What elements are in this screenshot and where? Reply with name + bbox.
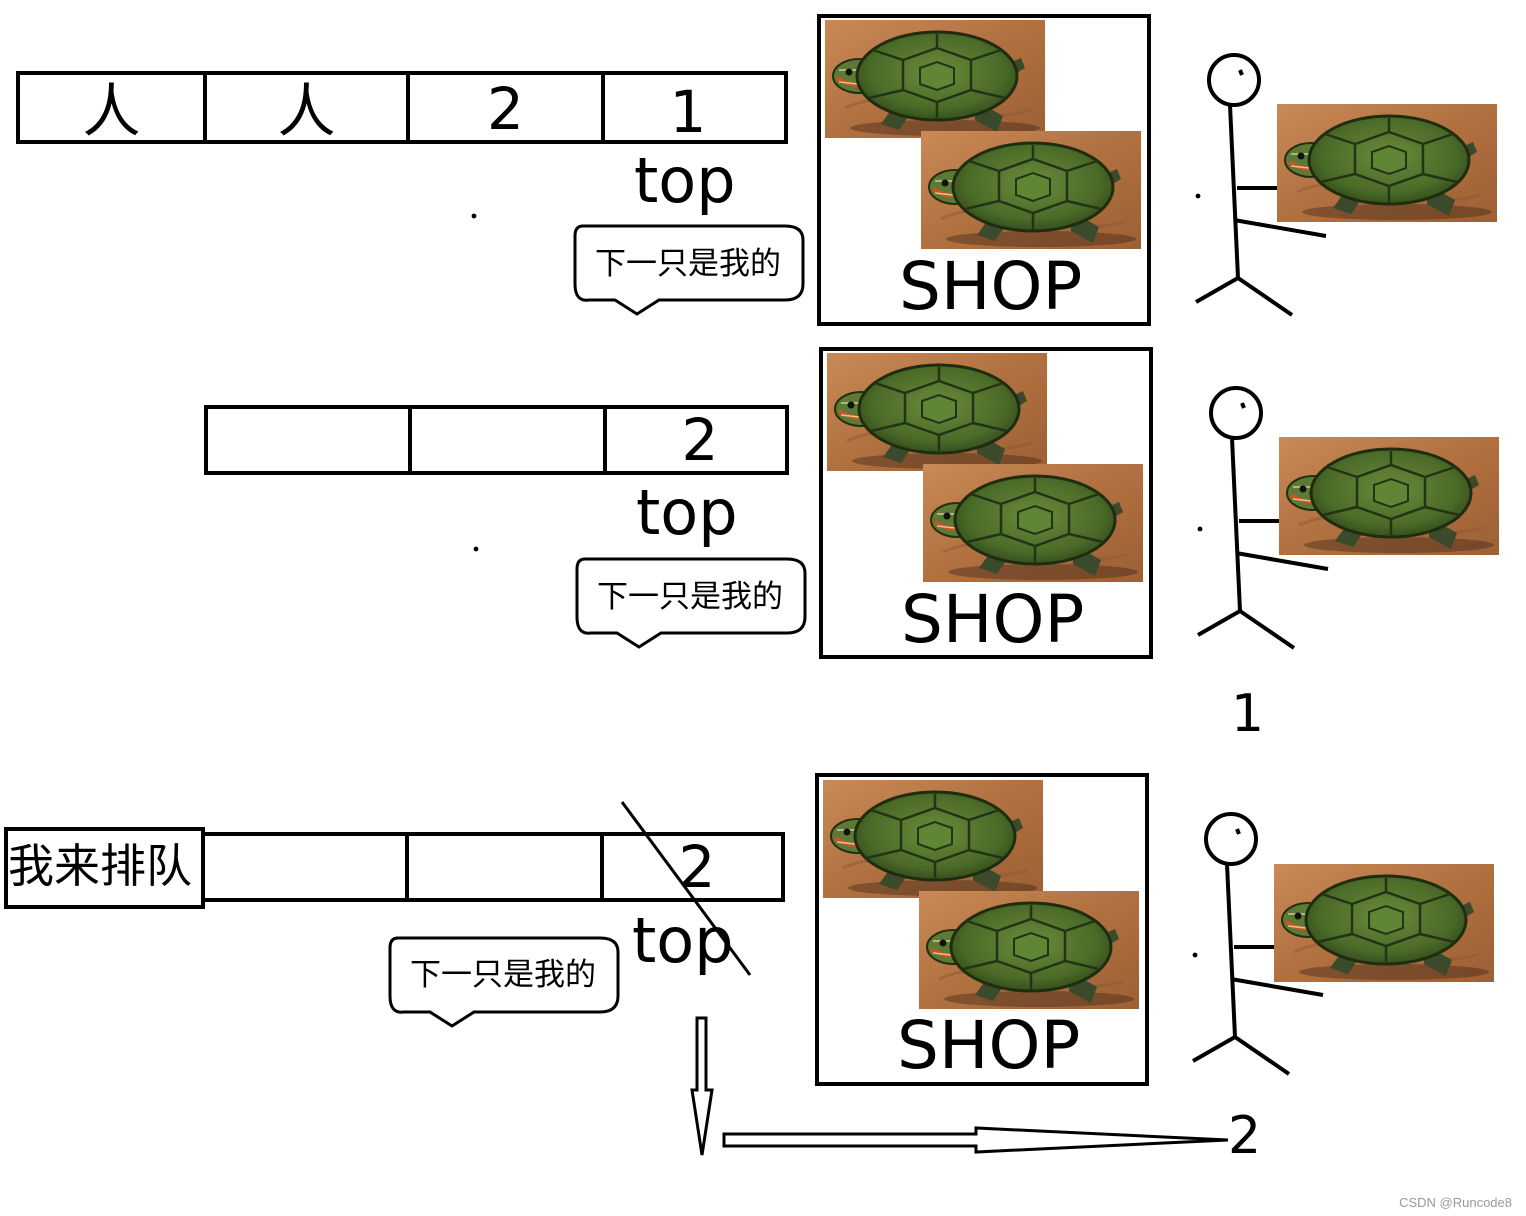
watermark: CSDN @Runcode8	[1399, 1195, 1512, 1210]
top-label: top	[632, 904, 734, 977]
number-label: 2	[1228, 1106, 1262, 1166]
shop-label: SHOP	[897, 1007, 1081, 1084]
top-label: top	[636, 476, 738, 549]
shop-box-1	[817, 14, 1151, 326]
turtle-photo-icon	[825, 351, 1049, 473]
queue-cell-3: 2	[678, 833, 716, 901]
strike-line	[620, 801, 752, 976]
queue-cell-1: 人	[82, 77, 141, 145]
turtle-photo-icon	[821, 778, 1045, 900]
shop-label: SHOP	[899, 248, 1083, 325]
bubble-text: 下一只是我的	[410, 957, 596, 993]
turtle-photo-icon	[919, 129, 1143, 251]
queue-cell-3: 2	[487, 75, 524, 143]
number-label: 1	[1231, 684, 1265, 744]
queue-cell-2: 人	[277, 77, 336, 145]
stick-figure-1	[1193, 53, 1499, 317]
top-label: top	[634, 144, 736, 217]
dot-mark	[471, 213, 477, 219]
stick-figure-3	[1190, 812, 1496, 1076]
turtle-photo-icon	[823, 18, 1047, 140]
bubble-text: 下一只是我的	[597, 579, 783, 615]
bubble-text: 下一只是我的	[595, 246, 781, 282]
queue-cell-3: 2	[681, 406, 719, 474]
turtle-photo-icon	[921, 462, 1145, 584]
arrow-down-icon	[690, 1016, 714, 1156]
shop-box-2	[819, 347, 1153, 659]
dot-mark	[473, 546, 479, 552]
queue-join-label: 我来排队	[8, 839, 192, 893]
queue-row-2	[204, 405, 789, 552]
queue-row-1	[16, 71, 788, 219]
turtle-photo-icon	[1272, 862, 1496, 984]
shop-box-3	[815, 773, 1149, 1086]
queue-bar	[16, 71, 788, 144]
queue-cell-4: 1	[669, 78, 707, 146]
queue-row-3	[4, 801, 785, 976]
queue-bar	[204, 405, 789, 475]
stick-figure-2	[1195, 386, 1501, 650]
arrow-right-icon	[722, 1126, 1229, 1154]
turtle-photo-icon	[1275, 102, 1499, 224]
shop-label: SHOP	[901, 581, 1085, 658]
queue-bar	[201, 832, 785, 902]
turtle-photo-icon	[917, 889, 1141, 1011]
turtle-photo-icon	[1277, 435, 1501, 557]
